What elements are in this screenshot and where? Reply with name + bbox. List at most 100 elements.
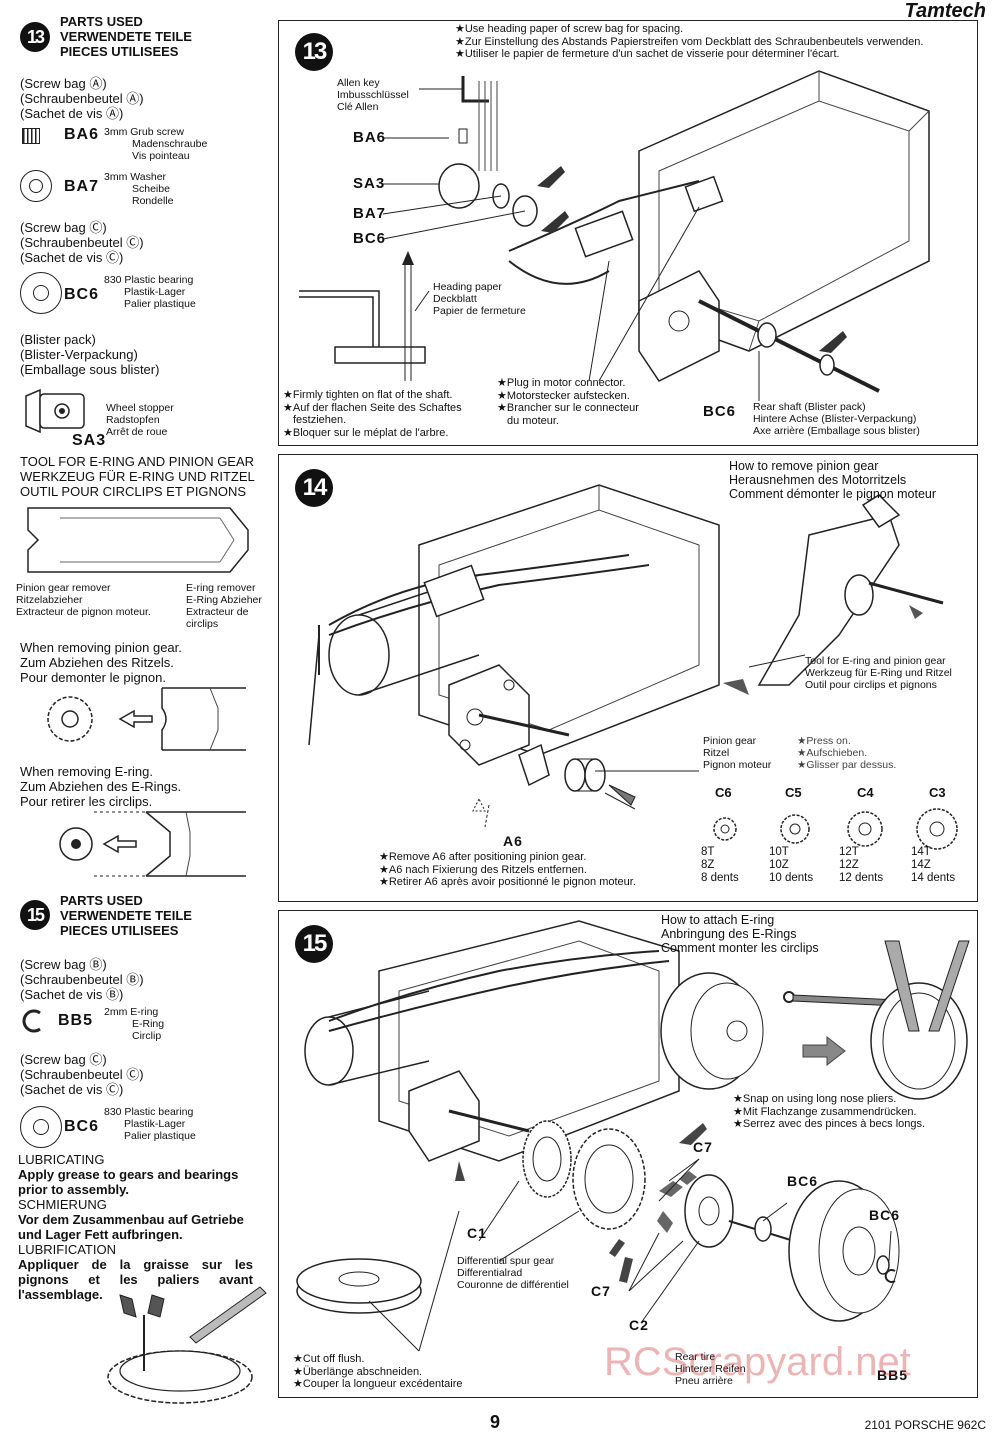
label-line: Couronne de différentiel <box>457 1279 569 1291</box>
desc-line: Palier plastique <box>124 298 196 310</box>
schmierung-text: Vor dem Zusammenbau auf Getriebe <box>18 1212 244 1227</box>
label-line: Extracteur de pignon moteur. <box>16 606 151 618</box>
lubricating-notes: LUBRICATING Apply grease to gears and be… <box>18 1152 253 1302</box>
tool-title-line: OUTIL POUR CIRCLIPS ET PIGNONS <box>20 484 247 499</box>
part-desc-bc6: 830 Plastic bearing Plastik-Lager Palier… <box>104 274 196 310</box>
note-line: ★A6 nach Fixierung des Ritzels entfernen… <box>379 863 587 876</box>
bag-line: (Blister pack) <box>20 332 96 347</box>
label-line: circlips <box>186 618 219 630</box>
bag-line: (Screw bag Ⓐ) <box>20 76 107 91</box>
bag-line: (Screw bag Ⓒ) <box>20 1052 107 1067</box>
gear-zahne: 10Z <box>769 859 789 871</box>
how-attach-ering-label: How to attach E-ring Anbringung des E-Ri… <box>661 913 819 955</box>
note-line: du moteur. <box>507 414 559 427</box>
e-ring-remover-label: E-ring remover E-Ring Abzieher Extracteu… <box>186 582 262 630</box>
label-c7-top: C7 <box>693 1139 713 1155</box>
gear-code: C3 <box>929 785 946 800</box>
step-14-number: 14 <box>295 469 333 507</box>
removing-ering-drawing <box>20 808 250 880</box>
brand-logo: Tamtech <box>904 0 986 22</box>
parts-heading-line: PIECES UTILISEES <box>60 923 179 938</box>
note-line: ★Retirer A6 après avoir positionné le pi… <box>379 876 636 888</box>
bag-line: (Sachet de vis Ⓒ) <box>20 1082 124 1097</box>
screw-bag-a: (Screw bag Ⓐ) (Schraubenbeutel Ⓐ) (Sache… <box>20 76 144 121</box>
desc-line: Rondelle <box>132 195 174 207</box>
part-code-bb5: BB5 <box>58 1012 94 1029</box>
label-bb5: BB5 <box>877 1367 909 1383</box>
label-line: Imbusschlüssel <box>337 89 409 101</box>
label-line: Hinterer Reifen <box>675 1363 746 1375</box>
label-line: Rear shaft (Blister pack) <box>753 401 866 413</box>
label-line: Heading paper <box>433 281 502 293</box>
lubrification-text: Appliquer de la graisse sur les <box>18 1257 253 1272</box>
step-14-panel: 14 How to remove pinion gear Herausnehme… <box>278 454 978 902</box>
screw-bag-c: (Screw bag Ⓒ) (Schraubenbeutel Ⓒ) (Sache… <box>20 220 144 265</box>
step-15-parts-heading: PARTS USED VERWENDETE TEILE PIECES UTILI… <box>60 893 192 938</box>
gear-zahne: 8Z <box>701 859 715 871</box>
how-remove-pinion-label: How to remove pinion gear Herausnehmen d… <box>729 459 936 501</box>
gear-teeth: 14T <box>911 846 931 858</box>
snap-on-note: ★Snap on using long nose pliers. ★Mit Fl… <box>733 1093 925 1131</box>
label-line: Ritzel <box>703 747 730 759</box>
desc-line: E-Ring <box>132 1018 165 1030</box>
schmierung-title: SCHMIERUNG <box>18 1197 107 1212</box>
label-line: Papier de fermeture <box>433 305 526 317</box>
step-13-parts-heading: PARTS USED VERWENDETE TEILE PIECES UTILI… <box>60 14 192 59</box>
gear-dents: 14 dents <box>911 872 956 884</box>
screw-bag-b: (Screw bag Ⓑ) (Schraubenbeutel Ⓑ) (Sache… <box>20 957 144 1002</box>
part-code-ba6: BA6 <box>64 126 100 143</box>
label-a6: A6 <box>503 833 523 849</box>
step-13-badge: 13 <box>20 22 50 52</box>
schmierung-text: und Lager Fett aufbringen. <box>18 1227 183 1242</box>
label-c2: C2 <box>629 1317 649 1333</box>
label-line: Hintere Achse (Blister-Verpackung) <box>753 413 917 425</box>
step-13-number: 13 <box>295 33 333 71</box>
label-line: Pinion gear remover <box>16 582 111 594</box>
desc-line: 3mm Grub screw <box>104 126 184 138</box>
label-line: E-Ring Abzieher <box>186 594 262 606</box>
bag-line: (Sachet de vis Ⓒ) <box>20 250 124 265</box>
bag-line: (Sachet de vis Ⓐ) <box>20 106 124 121</box>
desc-line: 3mm Washer <box>104 171 167 183</box>
bag-line: (Schraubenbeutel Ⓒ) <box>20 1067 144 1082</box>
note-line: ★Aufschieben. <box>797 747 868 759</box>
bag-line: (Schraubenbeutel Ⓑ) <box>20 972 144 987</box>
desc-line: Arrêt de roue <box>106 426 168 438</box>
grub-screw-icon <box>22 128 40 144</box>
bag-line: (Blister-Verpackung) <box>20 347 138 362</box>
tool-title-line: TOOL FOR E-RING AND PINION GEAR <box>20 454 255 469</box>
tool-drawing <box>20 500 256 580</box>
gear-code: C4 <box>857 785 874 800</box>
washer-icon <box>20 170 52 202</box>
parts-heading-line: PARTS USED <box>60 14 143 29</box>
note-line: ★Zur Einstellung des Abstands Papierstre… <box>455 35 924 48</box>
parts-heading-line: PARTS USED <box>60 893 143 908</box>
blister-pack: (Blister pack) (Blister-Verpackung) (Emb… <box>20 332 159 377</box>
note-line: ★Plug in motor connector. <box>497 377 626 389</box>
desc-line: Madenschraube <box>132 138 208 150</box>
label-line: Pinion gear <box>703 735 757 747</box>
part-code-sa3: SA3 <box>72 432 107 449</box>
gear-dents: 12 dents <box>839 872 884 884</box>
heading-paper-label: Heading paper Deckblatt Papier de fermet… <box>433 281 526 317</box>
label-line: Clé Allen <box>337 101 379 113</box>
part-desc-ba7: 3mm Washer Scheibe Rondelle <box>104 171 173 207</box>
tool-heading: TOOL FOR E-RING AND PINION GEAR WERKZEUG… <box>20 454 255 499</box>
lubrification-title: LUBRIFICATION <box>18 1242 116 1257</box>
note-line: ★Überlänge abschneiden. <box>293 1365 423 1378</box>
text-line: Pour demonter le pignon. <box>20 670 166 685</box>
label-ba7: BA7 <box>353 205 387 222</box>
desc-line: 830 Plastic bearing <box>104 1106 194 1118</box>
note-line: ★Bloquer sur le méplat de l'arbre. <box>283 426 449 439</box>
gear-teeth: 10T <box>769 846 789 858</box>
step-13-panel: 13 ★Use heading paper of screw bag for s… <box>278 20 978 446</box>
footer-model: 2101 PORSCHE 962C <box>864 1418 986 1432</box>
label-line: How to remove pinion gear <box>729 459 879 473</box>
part-code-bc6-15: BC6 <box>64 1118 100 1135</box>
screw-bag-c-15: (Screw bag Ⓒ) (Schraubenbeutel Ⓒ) (Sache… <box>20 1052 144 1097</box>
gear-c3-drawing <box>916 808 958 850</box>
